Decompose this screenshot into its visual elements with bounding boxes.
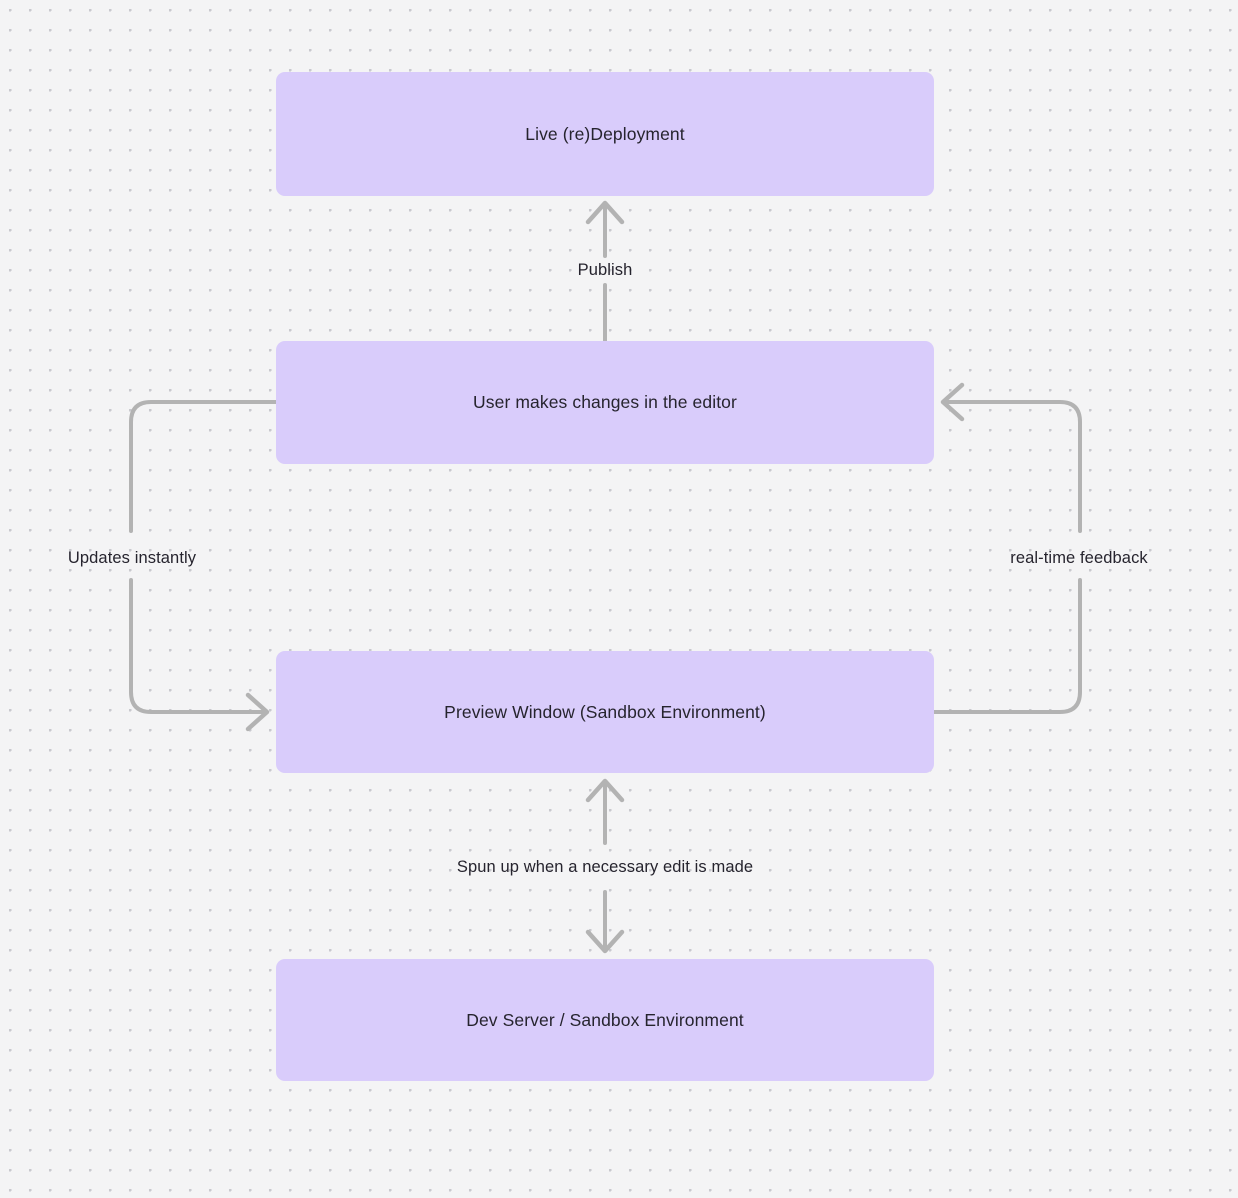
edge-label-real-time-feedback: real-time feedback [1010,548,1148,567]
edge-updates-instantly-lower-segment [129,578,264,714]
arrowhead-up-icon [585,200,625,225]
edge-label-updates-instantly: Updates instantly [67,548,197,567]
arrowhead-down-icon [585,929,625,954]
node-preview-window[interactable]: Preview Window (Sandbox Environment) [276,651,934,773]
arrowhead-right-icon [245,692,270,732]
node-preview-window-label: Preview Window (Sandbox Environment) [444,701,766,722]
edge-label-spun-up: Spun up when a necessary edit is made [456,857,754,876]
edge-updates-instantly-upper-segment [129,400,278,533]
node-live-deployment-label: Live (re)Deployment [525,123,685,144]
node-user-edits[interactable]: User makes changes in the editor [276,341,934,464]
edge-label-publish: Publish [577,260,633,279]
node-live-deployment[interactable]: Live (re)Deployment [276,72,934,196]
arrowhead-left-icon [940,382,965,422]
node-user-edits-label: User makes changes in the editor [473,392,737,413]
edge-real-time-feedback-upper-segment [946,400,1082,533]
edge-real-time-feedback-lower-segment [932,578,1082,714]
arrowhead-up-icon [585,778,625,803]
node-dev-server-label: Dev Server / Sandbox Environment [466,1009,744,1030]
node-dev-server[interactable]: Dev Server / Sandbox Environment [276,959,934,1081]
